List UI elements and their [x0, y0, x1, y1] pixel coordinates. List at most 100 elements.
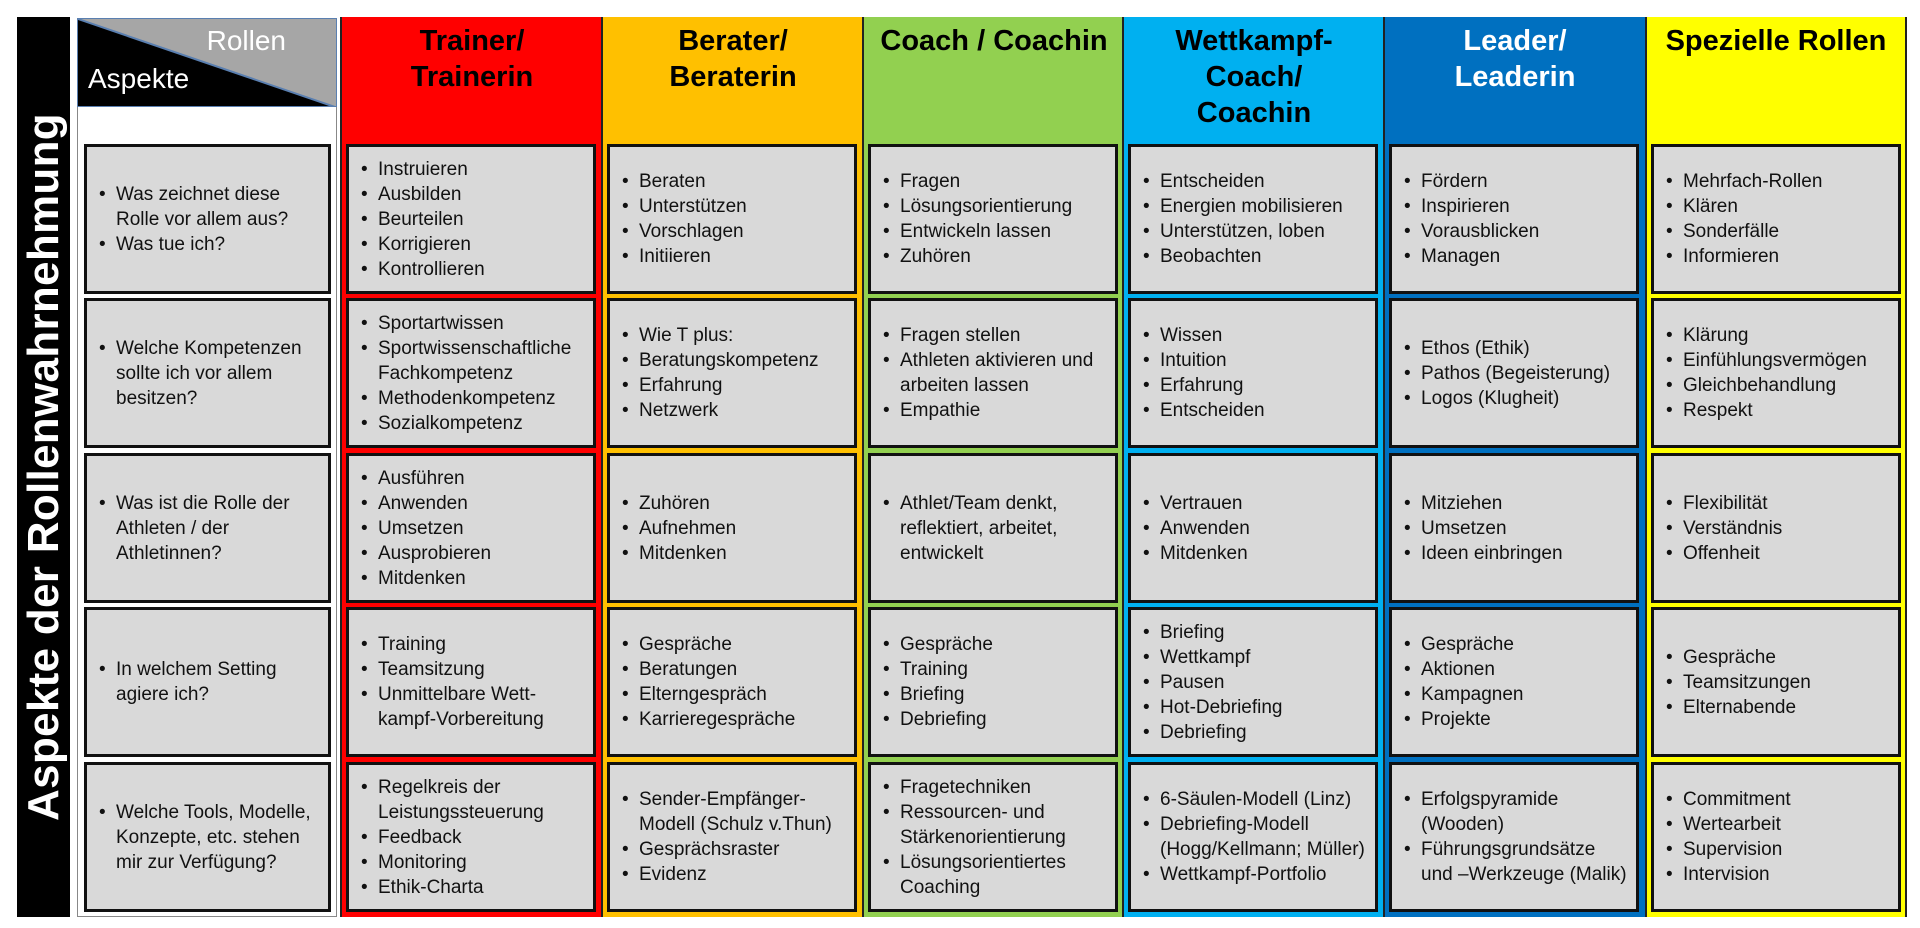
- bullet-item: Empathie: [883, 398, 1107, 423]
- bullet-item: Aufnehmen: [622, 516, 736, 541]
- bullet-item: Teamsitzung: [361, 657, 585, 682]
- aspect-cell: Welche Kompetenzen sollte ich vor allem …: [84, 298, 331, 448]
- bullet-item: Methodenkompetenz: [361, 386, 585, 411]
- bullet-item: Entscheiden: [1143, 398, 1265, 423]
- bullet-item: Initiieren: [622, 244, 747, 269]
- bullet-item: Briefing: [883, 682, 993, 707]
- bullet-item: Unterstützen, loben: [1143, 219, 1343, 244]
- bullet-item: Pausen: [1143, 670, 1283, 695]
- bullet-item: Anwenden: [361, 491, 491, 516]
- bullet-item: Kontrollieren: [361, 257, 485, 282]
- role-cell: Mehrfach-RollenKlärenSonderfälleInformie…: [1651, 144, 1901, 294]
- bullet-item: Regelkreis der Leistungssteuerung: [361, 775, 585, 825]
- bullet-item: Beobachten: [1143, 244, 1343, 269]
- role-cell: TrainingTeamsitzungUnmittelbare Wett-kam…: [346, 607, 596, 757]
- roles-label: Rollen: [206, 25, 286, 56]
- bullet-item: Sportwissenschaftliche Fachkompetenz: [361, 336, 585, 386]
- aspect-cell: In welchem Setting agiere ich?: [84, 607, 331, 757]
- role-title-line: Beraterin: [669, 61, 797, 93]
- role-cell: FördernInspirierenVorausblickenManagen: [1389, 144, 1639, 294]
- bullet-item: Intervision: [1666, 862, 1791, 887]
- role-cell: BeratenUnterstützenVorschlagenInitiieren: [607, 144, 857, 294]
- bullet-item: Lösungsorientierung: [883, 194, 1072, 219]
- role-cell: Ethos (Ethik)Pathos (Begeisterung)Logos …: [1389, 298, 1639, 448]
- role-cell: Regelkreis der LeistungssteuerungFeedbac…: [346, 762, 596, 912]
- role-cell: InstruierenAusbildenBeurteilenKorrigiere…: [346, 144, 596, 294]
- role-cell: FragetechnikenRessourcen- und Stärkenori…: [868, 762, 1118, 912]
- bullet-item: Debriefing: [1143, 720, 1283, 745]
- aspects-label: Aspekte: [88, 63, 190, 94]
- role-cell: FragenLösungsorientierungEntwickeln lass…: [868, 144, 1118, 294]
- bullet-item: Ausbilden: [361, 182, 485, 207]
- bullet-item: In welchem Setting agiere ich?: [99, 657, 320, 707]
- role-title-line: Coach / Coachin: [880, 25, 1108, 57]
- bullet-item: Vertrauen: [1143, 491, 1250, 516]
- role-title: Coach / Coachin: [864, 23, 1124, 59]
- bullet-item: Beratungen: [622, 657, 795, 682]
- bullet-item: Debriefing: [883, 707, 993, 732]
- bullet-item: Hot-Debriefing: [1143, 695, 1283, 720]
- bullet-item: Training: [883, 657, 993, 682]
- role-cell: 6-Säulen-Modell (Linz)Debriefing-Modell …: [1128, 762, 1378, 912]
- role-cell: VertrauenAnwendenMitdenken: [1128, 453, 1378, 603]
- bullet-item: Commitment: [1666, 787, 1791, 812]
- bullet-item: Welche Kompetenzen sollte ich vor allem …: [99, 336, 320, 411]
- bullet-item: Evidenz: [622, 862, 846, 887]
- role-cell: GesprächeTeamsitzungenElternabende: [1651, 607, 1901, 757]
- role-cell: GesprächeTrainingBriefingDebriefing: [868, 607, 1118, 757]
- role-title-line: Coachin: [1196, 97, 1312, 129]
- role-cell: WissenIntuitionErfahrungEntscheiden: [1128, 298, 1378, 448]
- bullet-item: Führungsgrundsätze und –Werkzeuge (Malik…: [1404, 837, 1628, 887]
- bullet-item: Ethik-Charta: [361, 875, 585, 900]
- role-cell: GesprächeBeratungenElterngesprächKarrier…: [607, 607, 857, 757]
- bullet-item: Entwickeln lassen: [883, 219, 1072, 244]
- role-cell: SportartwissenSportwissenschaftliche Fac…: [346, 298, 596, 448]
- bullet-item: Beurteilen: [361, 207, 485, 232]
- sidebar-title: Aspekte der Rollenwahrnehmung: [18, 113, 68, 821]
- bullet-item: Kampagnen: [1404, 682, 1523, 707]
- bullet-item: Intuition: [1143, 348, 1265, 373]
- role-title: Trainer/Trainerin: [342, 23, 602, 95]
- aspect-cell: Was zeichnet diese Rolle vor allem aus?W…: [84, 144, 331, 294]
- role-title: Spezielle Rollen: [1647, 23, 1905, 59]
- bullet-item: Elterngespräch: [622, 682, 795, 707]
- bullet-item: Briefing: [1143, 620, 1283, 645]
- bullet-item: Ausführen: [361, 466, 491, 491]
- role-cell: FlexibilitätVerständnisOffenheit: [1651, 453, 1901, 603]
- bullet-item: Wissen: [1143, 323, 1265, 348]
- bullet-item: Ausprobieren: [361, 541, 491, 566]
- bullet-item: Einfühlungsvermögen: [1666, 348, 1867, 373]
- role-cell: Fragen stellenAthleten aktivieren und ar…: [868, 298, 1118, 448]
- bullet-item: Mitdenken: [361, 566, 491, 591]
- bullet-item: Klären: [1666, 194, 1822, 219]
- bullet-item: Gespräche: [622, 632, 795, 657]
- sidebar-title-bar: Aspekte der Rollenwahrnehmung: [17, 17, 70, 917]
- bullet-item: Gespräche: [883, 632, 993, 657]
- bullet-item: Beratungskompetenz: [622, 348, 819, 373]
- role-title-line: Wettkampf-: [1175, 25, 1333, 57]
- aspect-cell: Welche Tools, Modelle, Konzepte, etc. st…: [84, 762, 331, 912]
- bullet-item: Unterstützen: [622, 194, 747, 219]
- corner-diagonal: [78, 19, 336, 106]
- bullet-item: Energien mobilisieren: [1143, 194, 1343, 219]
- bullet-item: Instruieren: [361, 157, 485, 182]
- bullet-item: Verständnis: [1666, 516, 1782, 541]
- bullet-item: Gespräche: [1666, 645, 1811, 670]
- bullet-item: Sportartwissen: [361, 311, 585, 336]
- role-title: Leader/Leaderin: [1385, 23, 1645, 95]
- bullet-item: Fragen: [883, 169, 1072, 194]
- role-cell: AusführenAnwendenUmsetzenAusprobierenMit…: [346, 453, 596, 603]
- bullet-item: Flexibilität: [1666, 491, 1782, 516]
- role-cell: Sender-Empfänger-Modell (Schulz v.Thun)G…: [607, 762, 857, 912]
- bullet-item: Gleichbehandlung: [1666, 373, 1867, 398]
- bullet-item: Karrieregespräche: [622, 707, 795, 732]
- role-cell: CommitmentWertearbeitSupervisionIntervis…: [1651, 762, 1901, 912]
- role-cell: KlärungEinfühlungsvermögenGleichbehandlu…: [1651, 298, 1901, 448]
- bullet-item: Zuhören: [883, 244, 1072, 269]
- bullet-item: Gesprächsraster: [622, 837, 846, 862]
- bullet-item: Monitoring: [361, 850, 585, 875]
- role-title: Berater/Beraterin: [603, 23, 863, 95]
- bullet-item: Was tue ich?: [99, 232, 320, 257]
- role-cell: MitziehenUmsetzenIdeen einbringen: [1389, 453, 1639, 603]
- bullet-item: Mitdenken: [622, 541, 736, 566]
